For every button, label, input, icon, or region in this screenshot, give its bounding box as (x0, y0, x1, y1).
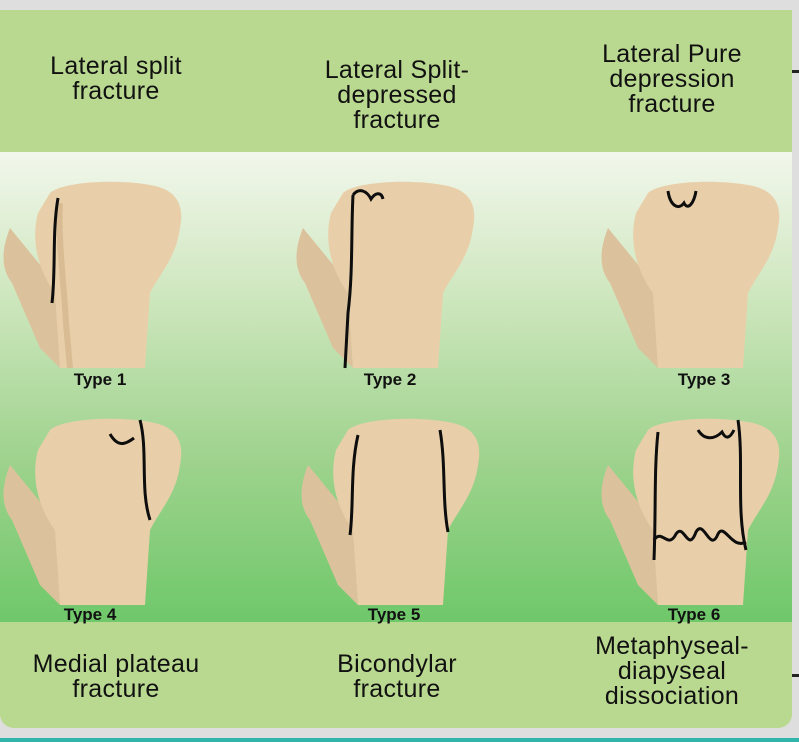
label-lateral-split: Lateral split fracture (1, 54, 231, 104)
tibia-illustration-type-3 (598, 173, 792, 373)
type-label-5: Type 5 (334, 605, 454, 625)
type-label-1: Type 1 (40, 370, 160, 390)
type-label-4: Type 4 (30, 605, 150, 625)
label-metaphyseal-diaphyseal: Metaphyseal- diapyseal dissociation (557, 634, 787, 709)
tibia-illustration-type-2 (293, 173, 493, 373)
bottom-accent-line (0, 738, 799, 742)
type-label-6: Type 6 (634, 605, 754, 625)
tibia-illustration-type-5 (298, 410, 498, 610)
label-medial-plateau: Medial plateau fracture (1, 652, 231, 702)
tibia-illustration-type-4 (0, 410, 200, 610)
schatzker-classification-panel: Lateral split fracture Lateral Split- de… (0, 10, 792, 728)
edge-marker-top (792, 70, 799, 73)
tibia-illustration-type-6 (598, 410, 792, 610)
label-lateral-pure-depression: Lateral Pure depression fracture (557, 42, 787, 117)
label-bicondylar: Bicondylar fracture (282, 652, 512, 702)
tibia-illustration-type-1 (0, 173, 200, 373)
edge-marker-bottom (792, 674, 799, 677)
type-label-3: Type 3 (644, 370, 764, 390)
type-label-2: Type 2 (330, 370, 450, 390)
label-lateral-split-depressed: Lateral Split- depressed fracture (282, 58, 512, 133)
